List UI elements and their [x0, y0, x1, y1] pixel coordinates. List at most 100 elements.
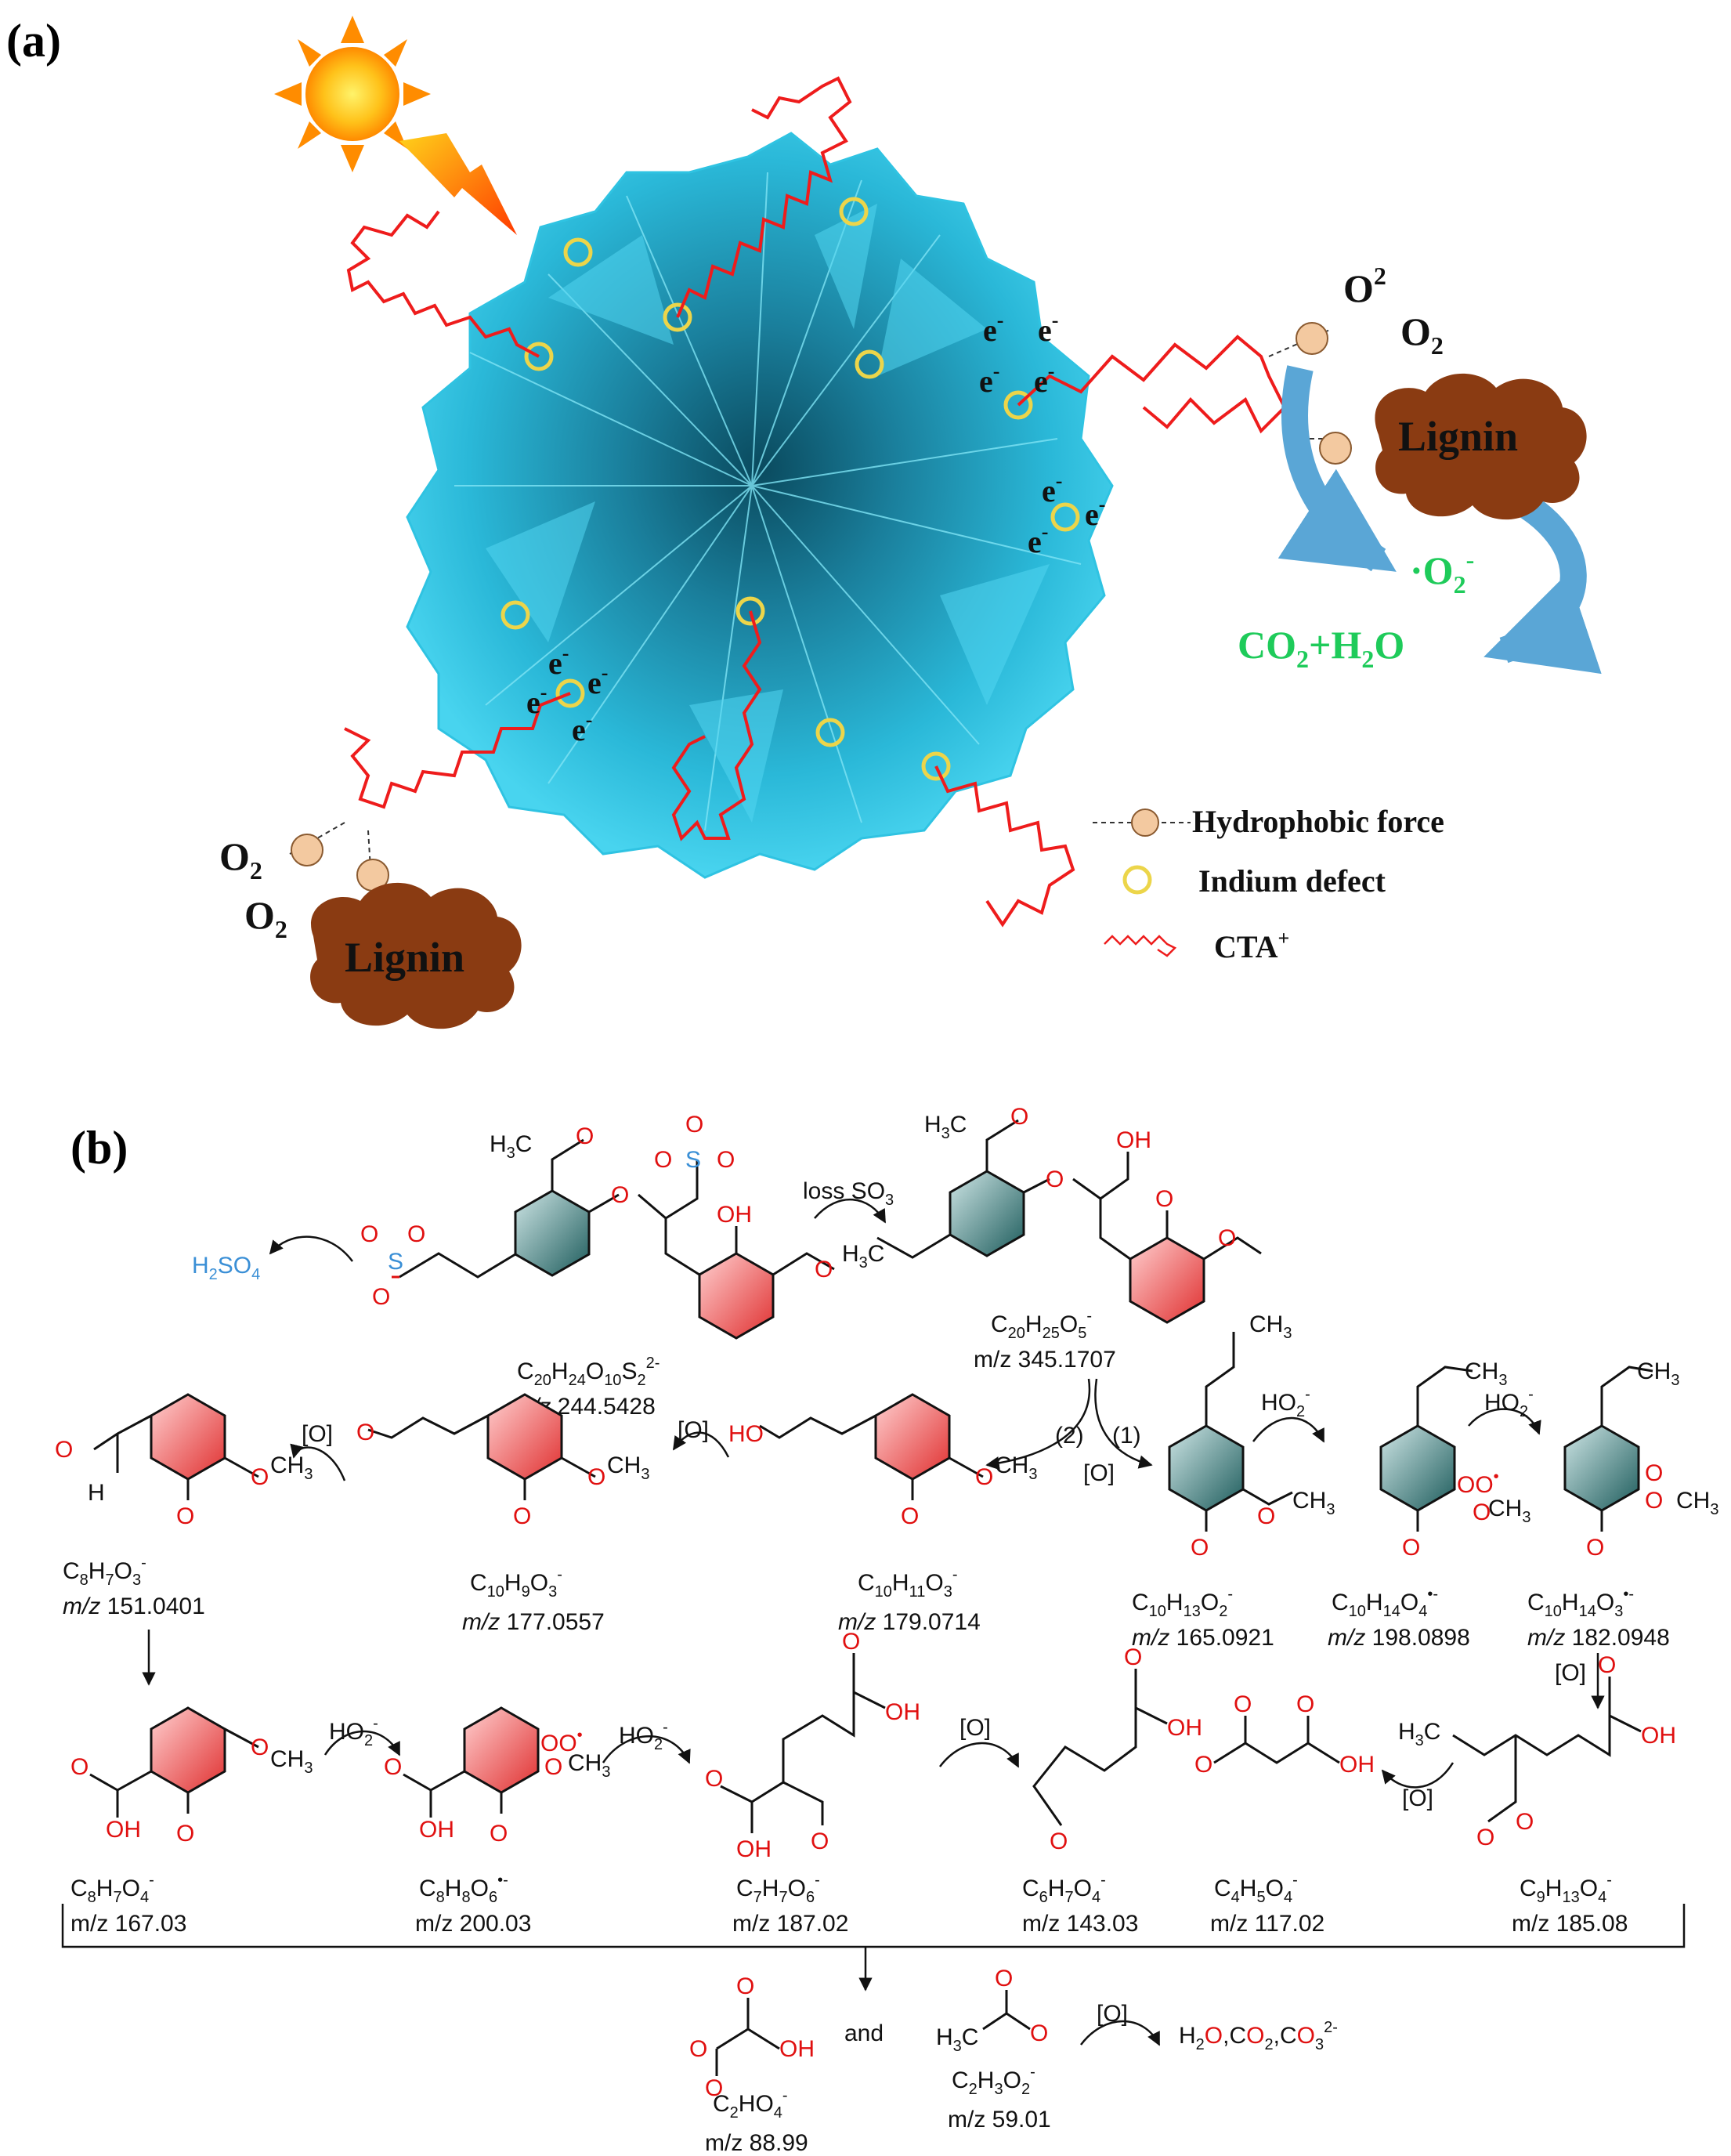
molecule-2: H3C O O OH O O H3C — [842, 1104, 1262, 1324]
svg-text:e-: e- — [1038, 309, 1058, 348]
svg-text:OH: OH — [1641, 1723, 1676, 1749]
svg-text:O: O — [1476, 1825, 1494, 1850]
svg-text:m/z 182.0948: m/z 182.0948 — [1527, 1625, 1670, 1651]
svg-text:e-: e- — [983, 309, 1003, 348]
svg-text:C2H3O2-: C2H3O2- — [952, 2064, 1035, 2098]
o2-label-left-1: O2 — [219, 834, 262, 884]
svg-text:HO: HO — [728, 1421, 764, 1447]
svg-text:m/z 88.99: m/z 88.99 — [705, 2130, 808, 2156]
svg-text:CH3: CH3 — [270, 1452, 313, 1483]
hydrophobic-hand-icon — [1131, 808, 1159, 837]
molecule-row2-f: CH3 O O CH3 O — [1563, 1358, 1718, 1561]
o2-label-left-2: O2 — [244, 893, 287, 943]
o2-label-right-1: O2 — [1343, 262, 1386, 310]
svg-text:S: S — [388, 1249, 403, 1275]
svg-text:m/z 167.03: m/z 167.03 — [70, 1911, 186, 1937]
o2-label-right-2: O2 — [1400, 309, 1444, 360]
svg-text:[O]: [O] — [678, 1417, 709, 1443]
svg-text:[O]: [O] — [1402, 1785, 1433, 1811]
co2-h2o-label: CO2+H2O — [1238, 623, 1404, 673]
svg-text:O: O — [705, 2075, 723, 2101]
svg-text:O: O — [842, 1629, 860, 1655]
svg-text:O: O — [736, 1973, 754, 1999]
svg-text:m/z 198.0898: m/z 198.0898 — [1328, 1625, 1470, 1651]
svg-text:m/z 143.03: m/z 143.03 — [1022, 1911, 1138, 1937]
svg-text:O: O — [384, 1754, 402, 1780]
molecule-row3-d: O OH O — [1032, 1644, 1202, 1854]
molecule-row3-f: H3C O OH O O — [1398, 1652, 1676, 1850]
svg-text:C10H9O3-: C10H9O3- — [470, 1566, 562, 1601]
hydrophobic-hand-icon — [1296, 322, 1328, 355]
svg-text:e-: e- — [1028, 520, 1048, 559]
formula-1: C20H24O10S22- — [517, 1355, 660, 1389]
svg-text:e-: e- — [526, 681, 547, 720]
svg-text:C7H7O6-: C7H7O6- — [736, 1872, 820, 1906]
svg-text:C10H14O3•-: C10H14O3•- — [1527, 1586, 1634, 1620]
legend-indium: Indium defect — [1198, 863, 1386, 899]
svg-text:[O]: [O] — [302, 1421, 333, 1447]
svg-text:O: O — [1046, 1167, 1064, 1192]
lignin-label-left: Lignin — [345, 934, 464, 981]
svg-text:C9H13O4-: C9H13O4- — [1520, 1872, 1612, 1906]
svg-text:m/z 151.0401: m/z 151.0401 — [63, 1593, 205, 1619]
svg-text:e-: e- — [572, 708, 592, 747]
svg-text:O: O — [1010, 1104, 1028, 1130]
sun-icon — [274, 16, 431, 172]
svg-text:CH3: CH3 — [1488, 1496, 1530, 1526]
svg-text:O: O — [1473, 1499, 1491, 1525]
svg-text:OH: OH — [1167, 1715, 1202, 1741]
svg-text:m/z 185.08: m/z 185.08 — [1512, 1911, 1628, 1937]
svg-text:S: S — [685, 1147, 701, 1173]
svg-text:O: O — [1194, 1752, 1212, 1778]
svg-text:CH3: CH3 — [1676, 1488, 1718, 1518]
svg-text:O: O — [815, 1257, 833, 1282]
h3c-label: H3C — [490, 1131, 532, 1162]
left-reaction: O2 O2 Lignin — [219, 822, 522, 1029]
ho2-label-3: HO2- — [329, 1715, 378, 1749]
svg-text:m/z 59.01: m/z 59.01 — [948, 2107, 1051, 2132]
panel-b-label: (b) — [70, 1122, 128, 1174]
svg-text:m/z 187.02: m/z 187.02 — [732, 1911, 848, 1937]
svg-text:O: O — [811, 1829, 829, 1854]
molecule-1: H3C O O OH O S O O O S O O O H2SO4 — [192, 1112, 835, 1340]
electrons: e- e- e- e- e- e- e- e- e- e- e- — [526, 309, 1105, 747]
molecule-row2-a: O H O O CH3 — [55, 1393, 313, 1529]
hydrophobic-hand-icon — [291, 834, 323, 866]
path-2-label: (2) — [1055, 1423, 1084, 1449]
svg-text:O: O — [1402, 1535, 1420, 1561]
svg-text:C10H14O4•-: C10H14O4•- — [1332, 1586, 1438, 1620]
svg-text:CH3: CH3 — [607, 1452, 649, 1483]
svg-text:H3C: H3C — [1398, 1719, 1440, 1749]
svg-text:CH3: CH3 — [1292, 1488, 1335, 1518]
indium-defects — [501, 197, 1080, 781]
molecule-row3-c: O OH O OH O — [705, 1629, 920, 1862]
svg-text:CH3: CH3 — [568, 1750, 610, 1781]
bracket — [61, 1904, 1686, 1948]
final-products: H2O,CO2,CO32- — [1179, 2019, 1338, 2053]
svg-text:O: O — [654, 1147, 672, 1173]
svg-text:m/z 165.0921: m/z 165.0921 — [1132, 1625, 1274, 1651]
svg-text:[O]: [O] — [1097, 2001, 1128, 2027]
svg-text:O: O — [1598, 1652, 1616, 1678]
svg-text:O: O — [360, 1221, 378, 1247]
svg-text:e-: e- — [979, 360, 999, 399]
svg-text:CH3: CH3 — [1637, 1358, 1679, 1389]
svg-text:e-: e- — [1034, 360, 1054, 399]
svg-text:O: O — [995, 1966, 1013, 1991]
loss-so3-label: loss SO3 — [803, 1178, 894, 1209]
and-label: and — [844, 2020, 884, 2046]
panel-a-label: (a) — [6, 15, 61, 67]
svg-text:e-: e- — [548, 642, 569, 681]
svg-text:O: O — [544, 1754, 562, 1780]
molecule-row2-c: HO O O CH3 — [728, 1393, 1037, 1529]
svg-text:O: O — [1124, 1644, 1142, 1670]
svg-text:OH: OH — [106, 1817, 141, 1843]
svg-text:O: O — [705, 1766, 723, 1792]
svg-text:m/z 179.0714: m/z 179.0714 — [838, 1609, 981, 1635]
legend: Hydrophobic force Indium defect CTA+ — [1093, 804, 1444, 964]
svg-text:H3C: H3C — [842, 1241, 884, 1272]
svg-text:[O]: [O] — [1555, 1660, 1586, 1686]
lignin-cloud-left — [310, 882, 522, 1029]
svg-text:C6H7O4-: C6H7O4- — [1022, 1872, 1106, 1906]
